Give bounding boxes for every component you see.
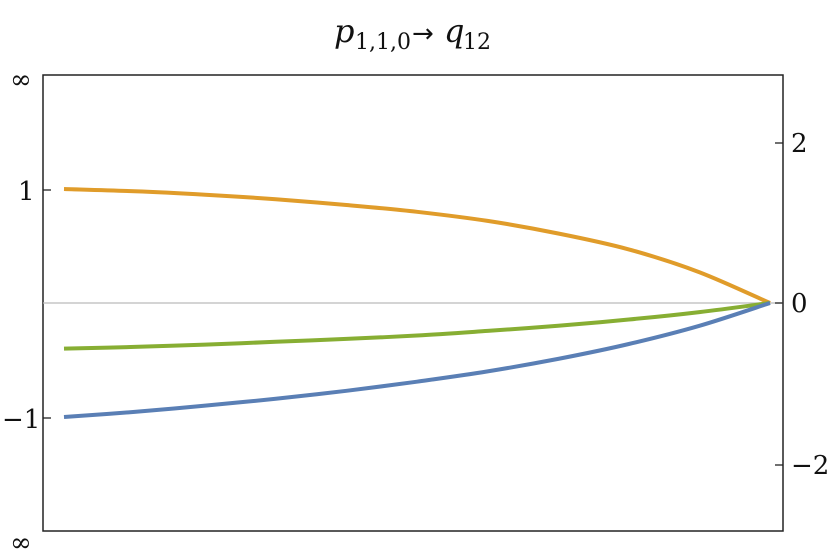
series-line-blue	[63, 301, 771, 419]
title-p-subscript: 1,1,0	[355, 30, 411, 55]
chart-title: p 1,1,0 → q 12	[334, 12, 491, 55]
series-line-green	[63, 301, 771, 351]
left-tick-label-1: 1	[18, 177, 35, 207]
title-arrow: →	[412, 19, 434, 49]
left-tick-label-inf-top: ∞	[10, 65, 32, 95]
left-tick-label-inf-bottom: ∞	[10, 528, 32, 556]
title-p: p	[334, 12, 354, 50]
title-q: q	[444, 12, 464, 50]
series-line-orange	[63, 187, 771, 305]
left-tick-label-minus-1: −1	[2, 405, 40, 435]
left-axis: ∞ 1 −1 ∞	[2, 65, 51, 556]
right-tick-label-minus-2: −2	[791, 451, 829, 481]
right-tick-label-0: 0	[791, 289, 808, 319]
series-layer	[63, 187, 771, 419]
title-q-subscript: 12	[463, 30, 491, 55]
right-axis: 2 0 −2	[775, 129, 829, 481]
right-tick-label-2: 2	[791, 129, 808, 159]
